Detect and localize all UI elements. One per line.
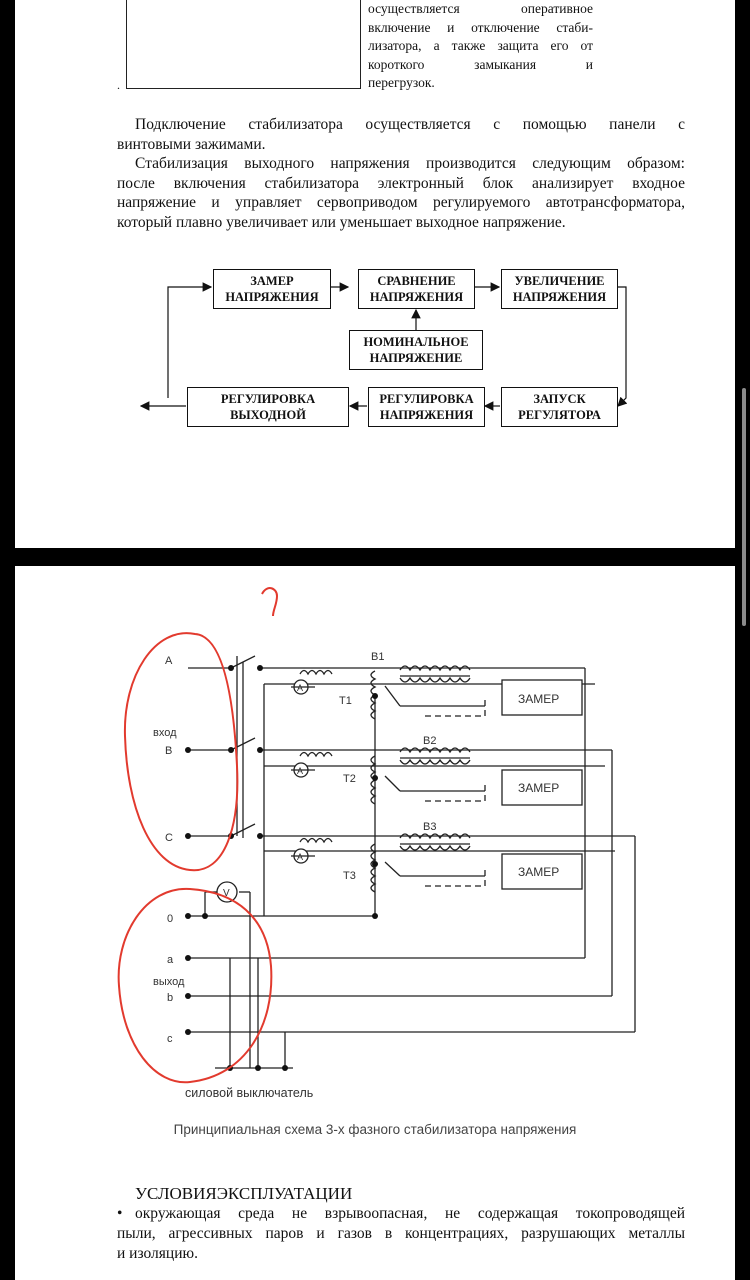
side-line: короткого замыкания и <box>368 56 593 72</box>
side-line: перегрузок. <box>368 75 435 90</box>
flow-diagram-connectors <box>139 282 628 411</box>
measure-box-1: ЗАМЕР <box>518 692 559 706</box>
block-text: НАПРЯЖЕНИЕ <box>369 351 463 365</box>
block-text: ЗАПУСК <box>533 392 586 406</box>
block-text: ВЫХОДНОЙ <box>230 408 306 422</box>
block-text: РЕГУЛЯТОРА <box>518 408 601 422</box>
flow-block-measure: ЗАМЕР НАПРЯЖЕНИЯ <box>213 269 331 309</box>
paragraph-line: после включения стабилизатора электронны… <box>117 174 685 192</box>
section-heading: УСЛОВИЯЭКСПЛУАТАЦИИ <box>135 1184 353 1203</box>
paragraph-line: винтовыми зажимами. <box>117 135 266 153</box>
bullet-paragraph: окружающая среда не взрывоопасная, не со… <box>117 1204 685 1264</box>
label-output: выход <box>153 976 185 988</box>
voltmeter: V <box>223 888 230 899</box>
scrollbar[interactable] <box>742 388 746 626</box>
red-question-mark <box>261 587 279 617</box>
red-circle-input <box>123 632 239 872</box>
bullet-line: и изоляцию. <box>117 1245 198 1262</box>
flow-block-increase: УВЕЛИЧЕНИЕ НАПРЯЖЕНИЯ <box>501 269 618 309</box>
block-text: СРАВНЕНИЕ <box>377 274 456 288</box>
circuit-diagram: A B C вход 0 a выход b c B1 B2 B3 T1 T2 … <box>117 587 636 1100</box>
block-text: НАПРЯЖЕНИЯ <box>225 290 319 304</box>
flow-block-regulate-voltage: РЕГУЛИРОВКА НАПРЯЖЕНИЯ <box>368 387 485 427</box>
side-paragraph: осуществляется оперативное включение и о… <box>368 0 593 93</box>
block-text: НАПРЯЖЕНИЯ <box>379 408 474 422</box>
red-circle-output <box>117 887 273 1084</box>
block-text: РЕГУЛИРОВКА <box>379 392 474 406</box>
label-out-a: a <box>167 954 174 966</box>
side-line: лизатора, а также защита его от <box>368 38 593 53</box>
measure-box-3: ЗАМЕР <box>518 865 559 879</box>
measure-box-2: ЗАМЕР <box>518 781 559 795</box>
block-text: РЕГУЛИРОВКА <box>220 392 316 406</box>
block-text: ЗАМЕР <box>250 274 294 288</box>
side-line: включение и отключение стаби- <box>368 19 593 35</box>
label-t1: T1 <box>339 695 352 707</box>
side-line: осуществляется оперативное <box>368 1 593 16</box>
label-breaker: силовой выключатель <box>185 1086 313 1100</box>
block-text: НАПРЯЖЕНИЯ <box>512 290 607 304</box>
paragraph-line: Стабилизация выходного напряжения произв… <box>135 155 685 172</box>
figure-frame <box>126 0 361 89</box>
ammeter-1: A <box>297 683 303 693</box>
bullet-line: окружающая среда не взрывоопасная, не со… <box>135 1205 685 1222</box>
paragraph-connection: Подключение стабилизатора осуществляется… <box>117 115 685 154</box>
red-annotation <box>117 587 279 1084</box>
ammeter-3: A <box>297 852 303 862</box>
arrow-increase-start <box>617 286 628 407</box>
bullet-symbol: • <box>117 1205 123 1222</box>
paragraph-line: который плавно увеличивает или уменьшает… <box>117 213 566 231</box>
ammeter-2: A <box>297 766 303 776</box>
flow-block-compare: СРАВНЕНИЕ НАПРЯЖЕНИЯ <box>358 269 475 309</box>
flow-block-start: ЗАПУСК РЕГУЛЯТОРА <box>501 387 618 427</box>
paragraph-line: напряжение и управляет сервоприводом рег… <box>117 194 685 211</box>
label-b2: B2 <box>423 735 436 747</box>
block-text: НОМИНАЛЬНОЕ <box>363 335 469 349</box>
label-b3: B3 <box>423 821 436 833</box>
paragraph-line: Подключение стабилизатора осуществляется… <box>135 116 685 133</box>
label-phase-b: B <box>165 745 172 757</box>
document-page-2: A B C вход 0 a выход b c B1 B2 B3 T1 T2 … <box>15 566 735 1280</box>
label-out-c: c <box>167 1033 173 1045</box>
stray-dot: . <box>117 78 120 92</box>
label-t2: T2 <box>343 773 356 785</box>
label-t3: T3 <box>343 870 356 882</box>
label-input: вход <box>153 727 177 739</box>
document-page-1: . осуществляется оперативное включение и… <box>15 0 735 548</box>
block-text: УВЕЛИЧЕНИЕ <box>514 274 605 288</box>
label-out-b: b <box>167 992 173 1004</box>
label-b1: B1 <box>371 651 384 663</box>
paragraph-stabilization: Стабилизация выходного напряжения произв… <box>117 154 685 232</box>
label-phase-c: C <box>165 832 173 844</box>
label-phase-a: A <box>165 655 173 667</box>
flow-block-regulate-output: РЕГУЛИРОВКА ВЫХОДНОЙ <box>187 387 349 427</box>
label-out-0: 0 <box>167 913 173 925</box>
feedback-arrow <box>167 282 213 398</box>
bullet-line: пыли, агрессивных паров и газов в концен… <box>117 1225 685 1242</box>
figure-caption: Принципиальная схема 3-х фазного стабили… <box>173 1122 577 1137</box>
flow-block-nominal: НОМИНАЛЬНОЕ НАПРЯЖЕНИЕ <box>349 330 483 370</box>
block-text: НАПРЯЖЕНИЯ <box>369 290 464 304</box>
